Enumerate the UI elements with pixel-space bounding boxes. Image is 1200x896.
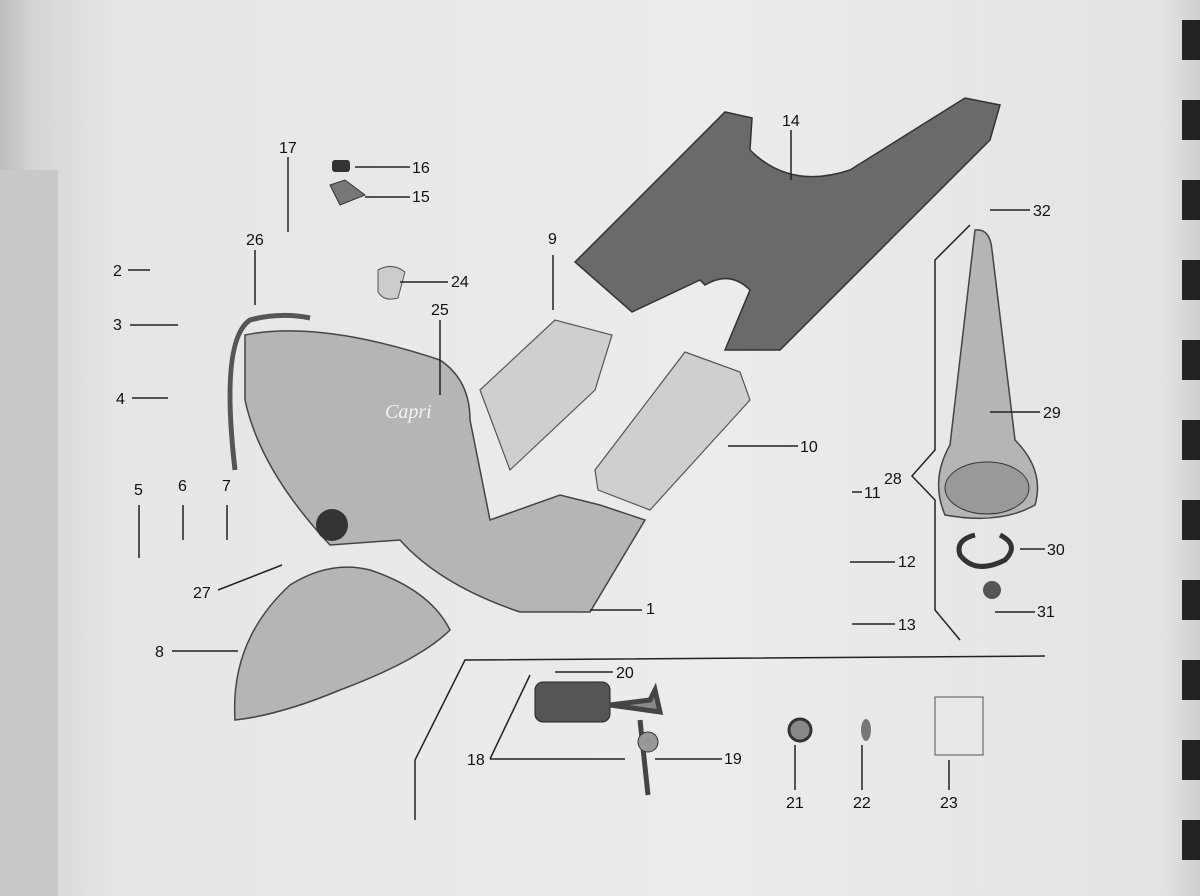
ignition-lock-part (534, 681, 611, 723)
ring-part (956, 532, 1014, 569)
part-label-12: 12 (898, 554, 916, 571)
capri-logo: Capri (385, 401, 432, 423)
part-label-24: 24 (451, 274, 469, 291)
part-label-14: 14 (782, 113, 800, 130)
rubber-stop-part (332, 160, 350, 172)
part-label-21: 21 (786, 795, 804, 812)
part-label-25: 25 (431, 302, 449, 319)
trim-strip-part (227, 312, 311, 471)
horn-grille (944, 461, 1030, 515)
ring-clip (983, 581, 1001, 599)
part-label-3: 3 (113, 317, 122, 334)
part-label-22: 22 (853, 795, 871, 812)
part-label-11: 11 (864, 485, 881, 502)
part-label-6: 6 (178, 478, 187, 495)
page-edge (0, 170, 58, 896)
part-label-28: 28 (884, 471, 902, 488)
plug-part (861, 719, 871, 741)
part-label-9: 9 (548, 231, 557, 248)
part-label-20: 20 (616, 665, 634, 682)
bracket-part (329, 179, 367, 206)
part-label-23: 23 (940, 795, 958, 812)
floor-mat-part (573, 97, 1001, 351)
spiral-binding (1182, 20, 1200, 860)
part-label-18: 18 (467, 752, 485, 769)
leader-lines (128, 130, 1046, 820)
part-label-15: 15 (412, 189, 430, 206)
identification-plate-part (934, 696, 984, 756)
part-label-2: 2 (113, 263, 122, 280)
part-label-1: 1 (646, 601, 655, 618)
part-label-8: 8 (155, 644, 164, 661)
part-label-7: 7 (222, 478, 231, 495)
part-label-17: 17 (279, 140, 297, 157)
part-label-19: 19 (724, 751, 742, 768)
part-label-31: 31 (1037, 604, 1055, 621)
headlight-socket (316, 509, 348, 541)
part-label-30: 30 (1047, 542, 1065, 559)
floor-panel-part (479, 319, 613, 472)
part-label-4: 4 (116, 391, 125, 408)
horn-cover-part (937, 229, 1039, 520)
emblem-part (377, 266, 406, 300)
part-number-labels: 1 2 3 4 5 6 7 8 9 10 11 12 13 14 15 16 1… (113, 113, 1065, 812)
part-label-10: 10 (800, 439, 818, 456)
grommet-part (787, 717, 813, 743)
part-label-29: 29 (1043, 405, 1061, 422)
key-part (609, 682, 664, 796)
part-label-13: 13 (898, 617, 916, 634)
part-label-16: 16 (412, 160, 430, 177)
part-label-27: 27 (193, 585, 211, 602)
floor-panel-part (594, 351, 751, 511)
key-bow (637, 731, 659, 753)
part-label-26: 26 (246, 232, 264, 249)
part-label-5: 5 (134, 482, 143, 499)
mudguard-part (233, 566, 451, 721)
leg-shield-body-part (244, 330, 647, 613)
part-label-32: 32 (1033, 203, 1051, 220)
